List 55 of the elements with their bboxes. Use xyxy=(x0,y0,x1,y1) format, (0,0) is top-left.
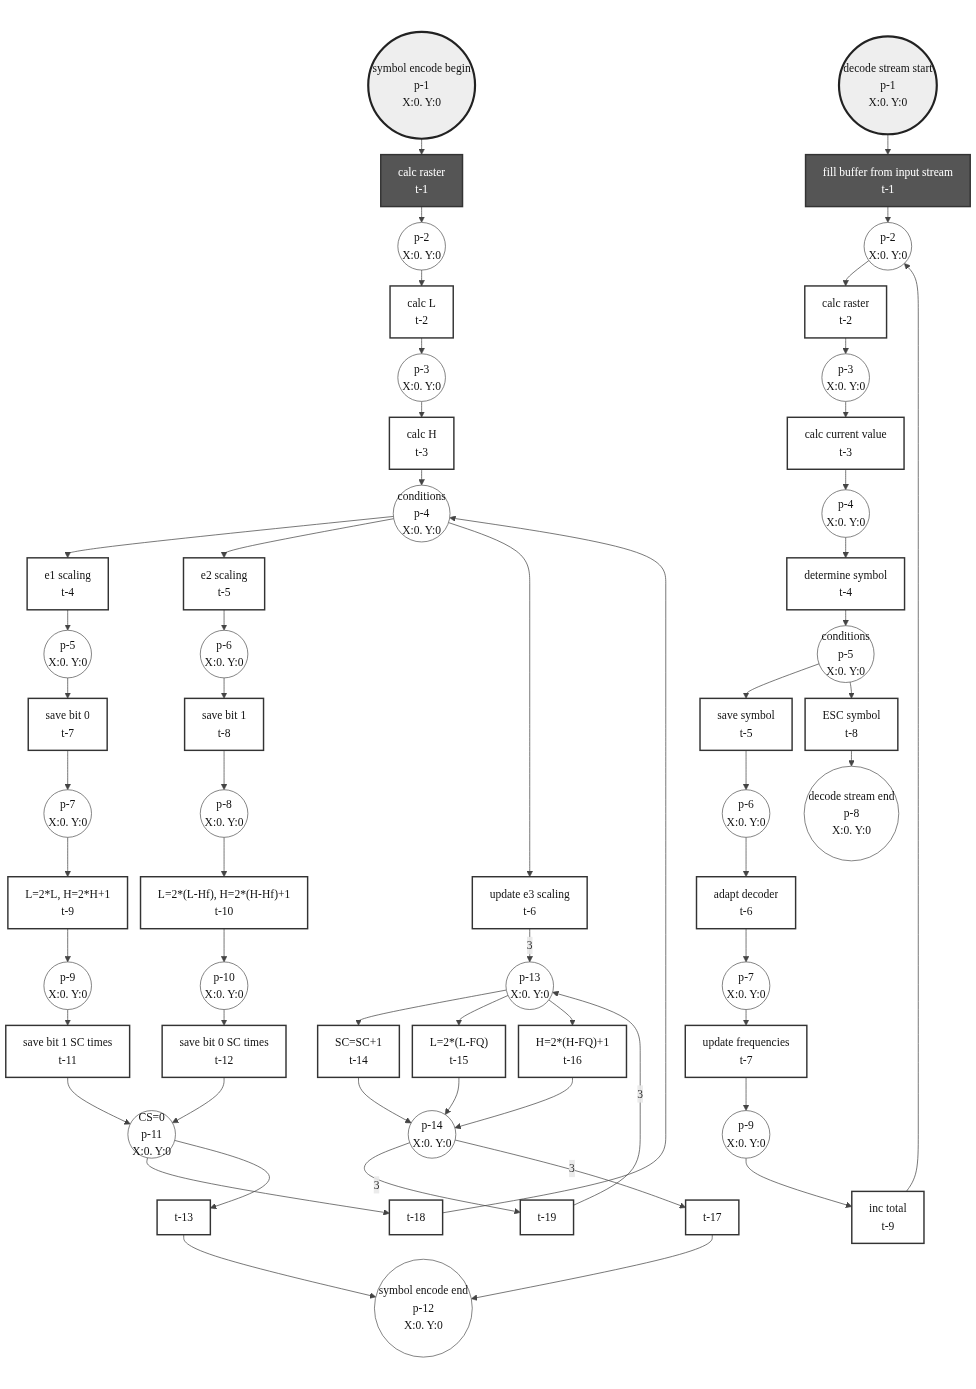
node-box: e2 scaling t-5 xyxy=(182,557,266,611)
node-circle: conditions p-5 X:0. Y:0 xyxy=(816,625,875,683)
edge-label: 3 xyxy=(637,1087,644,1100)
node-box: calc current value t-3 xyxy=(786,416,905,470)
node-circle: p-9 X:0. Y:0 xyxy=(721,1110,771,1159)
node-circle: p-3 X:0. Y:0 xyxy=(821,353,870,402)
node-box: inc total t-9 xyxy=(851,1190,925,1245)
node-circle: p-14 X:0. Y:0 xyxy=(407,1110,457,1159)
edge-label: 3 xyxy=(373,1178,380,1191)
node-circle: p-7 X:0. Y:0 xyxy=(43,789,92,838)
node-circle: decode stream end p-8 X:0. Y:0 xyxy=(803,765,900,862)
node-box: calc raster t-2 xyxy=(804,285,888,339)
edge-label: 3 xyxy=(526,938,533,952)
node-box: calc H t-3 xyxy=(388,416,455,470)
node-circle: symbol encode end p-12 X:0. Y:0 xyxy=(374,1258,473,1358)
node-circle: p-13 X:0. Y:0 xyxy=(505,961,554,1010)
node-box: SC=SC+1 t-14 xyxy=(316,1024,401,1079)
node-box: L=2*L, H=2*H+1 t-9 xyxy=(7,876,129,930)
node-circle: p-2 X:0. Y:0 xyxy=(863,222,913,271)
node-circle: decode stream start p-1 X:0. Y:0 xyxy=(837,35,938,136)
node-box: save bit 1 SC times t-11 xyxy=(5,1024,131,1079)
node-box: update frequencies t-7 xyxy=(684,1024,808,1079)
node-box: update e3 scaling t-6 xyxy=(471,876,588,930)
node-circle: p-8 X:0. Y:0 xyxy=(199,789,249,838)
node-box: t-19 xyxy=(519,1199,575,1236)
node-circle: p-4 X:0. Y:0 xyxy=(821,489,870,538)
node-circle: CS=0 p-11 X:0. Y:0 xyxy=(127,1110,176,1159)
node-circle: p-10 X:0. Y:0 xyxy=(199,961,249,1010)
node-circle: p-6 X:0. Y:0 xyxy=(721,789,771,838)
node-circle: p-6 X:0. Y:0 xyxy=(199,629,249,679)
node-box: fill buffer from input stream t-1 xyxy=(804,153,971,208)
node-box: calc L t-2 xyxy=(389,285,454,339)
node-circle: symbol encode begin p-1 X:0. Y:0 xyxy=(367,30,477,140)
node-box: t-17 xyxy=(684,1199,740,1236)
node-circle: p-3 X:0. Y:0 xyxy=(397,353,446,402)
node-box: calc raster t-1 xyxy=(380,153,464,208)
node-box: save bit 1 t-8 xyxy=(183,697,265,752)
node-circle: conditions p-4 X:0. Y:0 xyxy=(392,484,451,543)
node-box: adapt decoder t-6 xyxy=(695,876,797,930)
node-circle: p-2 X:0. Y:0 xyxy=(397,222,446,271)
node-box: save bit 0 SC times t-12 xyxy=(161,1024,287,1079)
edge-label: 3 xyxy=(569,1162,575,1175)
node-box: L=2*(L-Hf), H=2*(H-Hf)+1 t-10 xyxy=(139,876,309,930)
node-box: t-18 xyxy=(388,1199,444,1236)
node-box: e1 scaling t-4 xyxy=(26,557,109,611)
node-circle: p-5 X:0. Y:0 xyxy=(43,629,92,679)
node-circle: p-9 X:0. Y:0 xyxy=(43,961,92,1010)
node-box: t-13 xyxy=(156,1199,212,1236)
node-box: save symbol t-5 xyxy=(699,697,793,752)
node-box: save bit 0 t-7 xyxy=(27,697,108,752)
node-box: L=2*(L-FQ) t-15 xyxy=(411,1024,507,1079)
node-box: H=2*(H-FQ)+1 t-16 xyxy=(517,1024,628,1079)
node-box: ESC symbol t-8 xyxy=(804,697,899,752)
node-box: determine symbol t-4 xyxy=(786,557,906,611)
node-circle: p-7 X:0. Y:0 xyxy=(721,961,771,1010)
